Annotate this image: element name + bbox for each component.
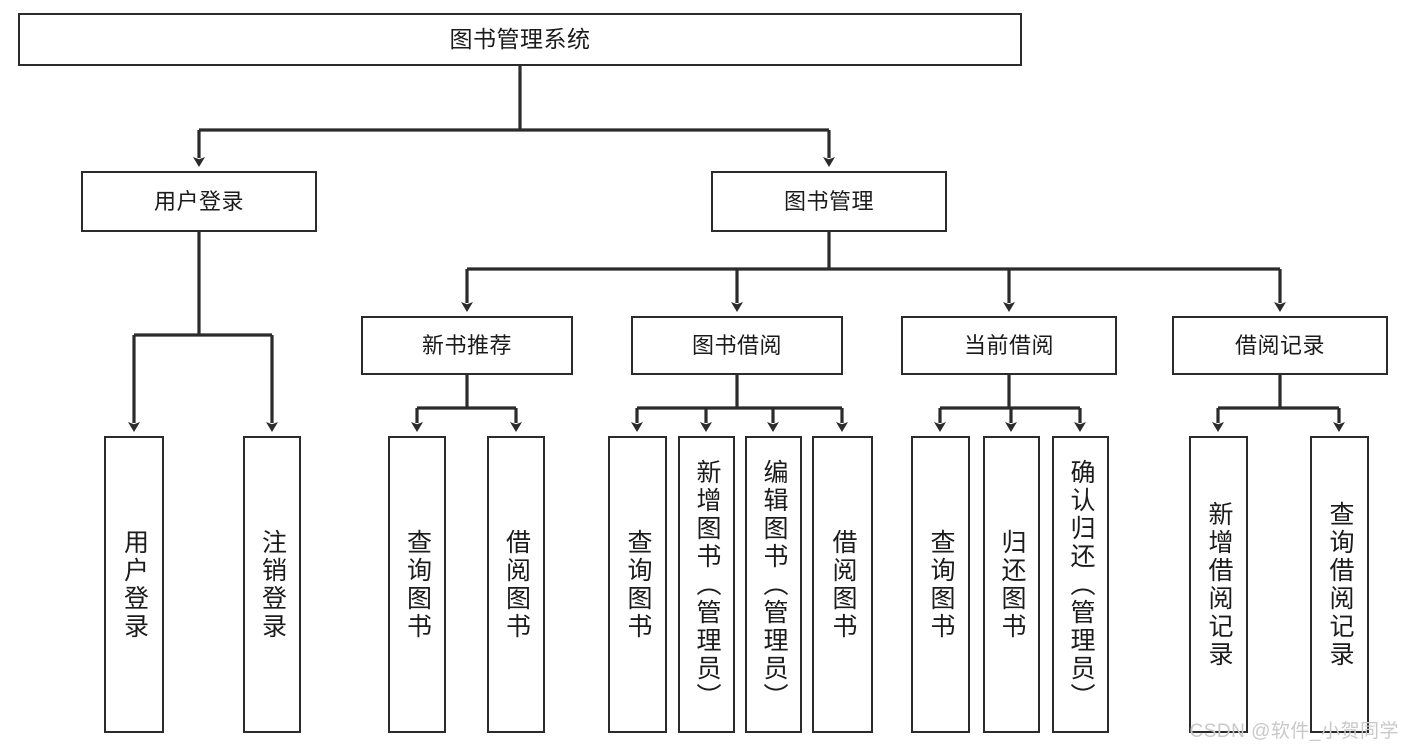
leaf-user-login[interactable]: 用户登录 — [104, 436, 164, 733]
leaf-query-book-2-label: 查询图书 — [624, 528, 652, 641]
node-borrow-record[interactable]: 借阅记录 — [1172, 316, 1388, 375]
csdn-watermark: CSDN @软件_小贺同学 — [1189, 721, 1399, 742]
leaf-edit-book-label: 编辑图书（管理员） — [760, 458, 788, 711]
leaf-add-book-label: 新增图书（管理员） — [693, 458, 721, 711]
leaf-query-book-3-label: 查询图书 — [927, 528, 955, 641]
leaf-return-book[interactable]: 归还图书 — [983, 436, 1040, 733]
leaf-confirm-return[interactable]: 确认归还（管理员） — [1052, 436, 1109, 733]
leaf-return-book-label: 归还图书 — [998, 528, 1026, 641]
node-current-borrow-label: 当前借阅 — [963, 332, 1054, 358]
node-book-borrow-label: 图书借阅 — [691, 332, 782, 358]
node-new-book-rec[interactable]: 新书推荐 — [361, 316, 573, 375]
node-current-borrow[interactable]: 当前借阅 — [901, 316, 1117, 375]
leaf-add-record-label: 新增借阅记录 — [1205, 500, 1233, 669]
leaf-query-book-2[interactable]: 查询图书 — [608, 436, 667, 733]
leaf-confirm-return-label: 确认归还（管理员） — [1067, 458, 1095, 711]
node-user-login-label: 用户登录 — [153, 188, 244, 214]
node-book-borrow[interactable]: 图书借阅 — [631, 316, 843, 375]
leaf-borrow-book-1[interactable]: 借阅图书 — [487, 436, 545, 733]
leaf-borrow-book-2-label: 借阅图书 — [829, 528, 857, 641]
leaf-add-book[interactable]: 新增图书（管理员） — [678, 436, 735, 733]
node-borrow-record-label: 借阅记录 — [1234, 332, 1325, 358]
leaf-add-record[interactable]: 新增借阅记录 — [1189, 436, 1248, 733]
leaf-query-record[interactable]: 查询借阅记录 — [1310, 436, 1369, 733]
leaf-query-book-1[interactable]: 查询图书 — [388, 436, 446, 733]
node-new-book-rec-label: 新书推荐 — [421, 332, 512, 358]
leaf-borrow-book-2[interactable]: 借阅图书 — [812, 436, 873, 733]
node-root-label: 图书管理系统 — [449, 26, 591, 53]
node-book-manage-label: 图书管理 — [783, 188, 874, 214]
leaf-borrow-book-1-label: 借阅图书 — [502, 528, 531, 641]
node-user-login[interactable]: 用户登录 — [81, 171, 317, 232]
leaf-user-logout-label: 注销登录 — [258, 528, 287, 641]
leaf-query-book-1-label: 查询图书 — [403, 528, 432, 641]
leaf-query-record-label: 查询借阅记录 — [1326, 500, 1354, 669]
leaf-edit-book[interactable]: 编辑图书（管理员） — [745, 436, 802, 733]
leaf-query-book-3[interactable]: 查询图书 — [911, 436, 970, 733]
node-book-manage[interactable]: 图书管理 — [711, 171, 947, 232]
leaf-user-login-label: 用户登录 — [120, 528, 149, 641]
leaf-user-logout[interactable]: 注销登录 — [243, 436, 301, 733]
node-root[interactable]: 图书管理系统 — [18, 13, 1022, 66]
